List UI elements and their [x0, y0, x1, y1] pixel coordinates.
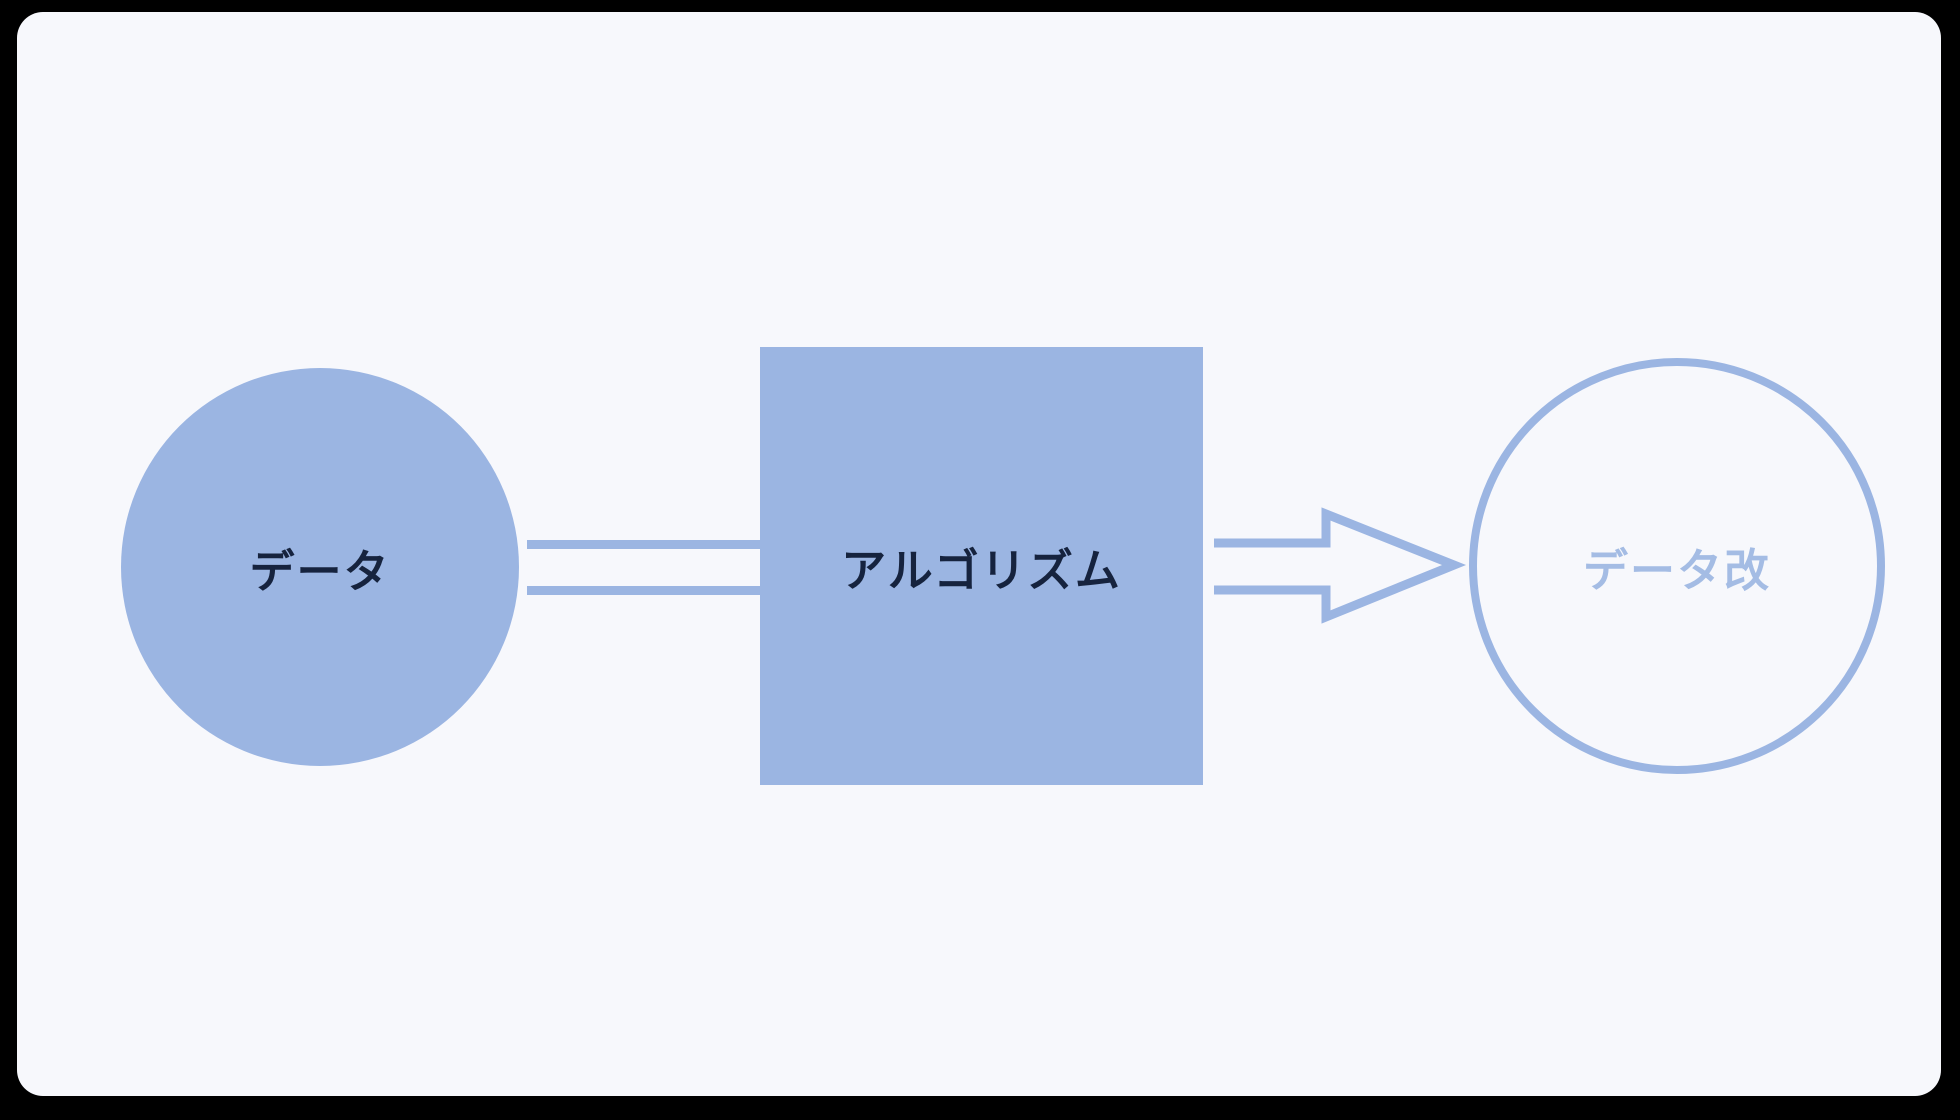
- diagram-canvas: データ アルゴリズム データ改: [17, 12, 1941, 1096]
- node-data-label: データ: [249, 545, 391, 597]
- node-data-kai-label: データ改: [1582, 544, 1771, 596]
- connector-double-line-bottom: [527, 586, 760, 595]
- node-algorithm-label: アルゴリズム: [841, 544, 1122, 596]
- connector-double-line-top: [527, 540, 760, 549]
- node-data-circle: データ: [121, 368, 519, 766]
- node-algorithm-square: アルゴリズム: [760, 347, 1203, 785]
- connector-open-arrow-icon: [1214, 507, 1467, 624]
- node-data-kai-circle: データ改: [1469, 358, 1885, 774]
